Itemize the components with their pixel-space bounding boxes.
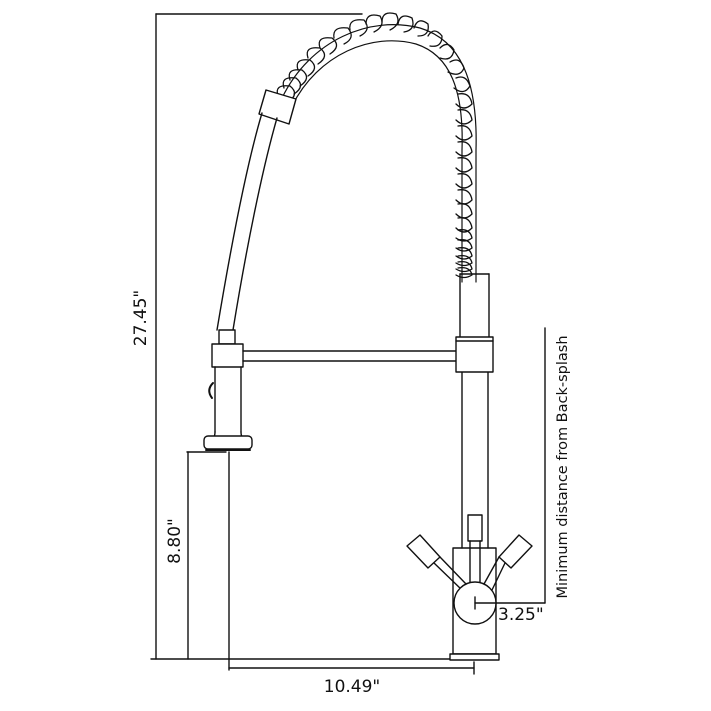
spring-coil	[276, 12, 477, 283]
spout-reach-label: 10.49"	[324, 677, 381, 697]
center-lever	[467, 514, 483, 586]
spout-height-label: 8.80"	[165, 518, 185, 564]
backsplash-note-label: Minimum distance from Back-splash	[555, 335, 571, 598]
right-handle	[483, 534, 533, 591]
hose-collar	[258, 89, 297, 125]
backsplash-distance-label: 3.25"	[498, 605, 544, 625]
spout-reach-dimension	[228, 661, 475, 675]
arm-collar	[455, 336, 494, 373]
faucet-column	[459, 273, 490, 549]
base-plate	[449, 653, 500, 661]
pull-down-hose	[216, 112, 278, 331]
overall-height-label: 27.45"	[131, 290, 151, 347]
spout-height-dimension	[186, 451, 230, 671]
left-handle	[406, 534, 467, 591]
holder-arm	[242, 350, 457, 362]
spray-head	[203, 329, 253, 451]
spray-button	[208, 382, 214, 399]
valve-cartridge	[453, 581, 497, 625]
overall-height-dimension	[150, 13, 471, 660]
